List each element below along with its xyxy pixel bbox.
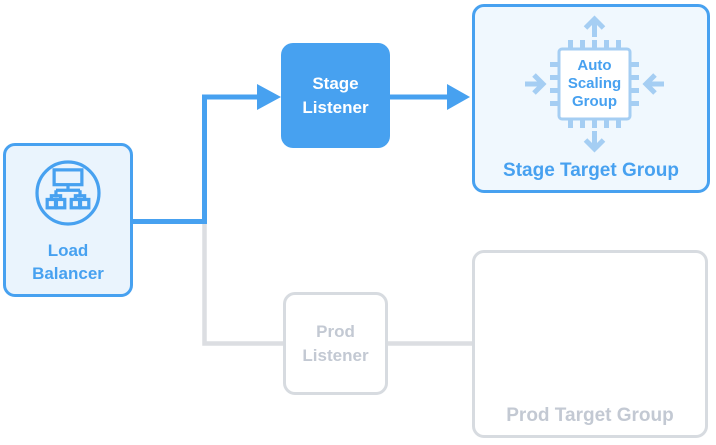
scale-in-right-arrow-icon [642, 73, 664, 95]
prod-target-group-label: Prod Target Group [506, 405, 674, 426]
scale-out-up-arrow-icon [583, 15, 606, 37]
connector-loadbalancer-prodlistener [202, 222, 283, 346]
arrowhead-stagelistener-icon [257, 84, 281, 110]
arrowhead-stagetargetgroup-icon [447, 84, 470, 110]
connector-loadbalancer-stagelistener [133, 94, 258, 224]
scale-out-down-arrow-icon [583, 131, 606, 153]
load-balancer-node: Load Balancer [3, 143, 133, 297]
auto-scaling-group-label: Auto Scaling Group [567, 57, 622, 110]
stage-target-group-node: Auto Scaling Group Stage Target Group [472, 4, 710, 193]
prod-listener-node: Prod Listener [283, 292, 388, 395]
stage-listener-node: Stage Listener [281, 43, 390, 148]
load-balancer-label: Load Balancer [32, 240, 104, 283]
prod-listener-label: Prod Listener [302, 321, 369, 365]
load-balancer-icon [35, 159, 101, 226]
stage-target-group-label: Stage Target Group [503, 160, 679, 181]
prod-target-group-node: Prod Target Group [472, 250, 708, 438]
auto-scaling-chip-icon [525, 15, 664, 153]
scale-in-left-arrow-icon [525, 73, 547, 95]
stage-listener-label: Stage Listener [302, 73, 369, 117]
